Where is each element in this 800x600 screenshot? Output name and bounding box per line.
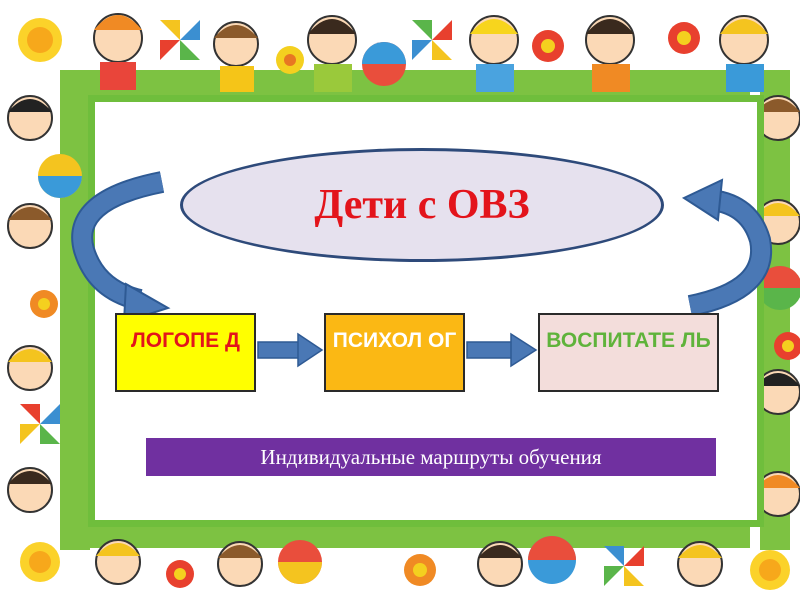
ball-icon	[362, 42, 406, 86]
child-figure	[7, 345, 53, 391]
box-label: ВОСПИТАТЕ ЛЬ	[546, 329, 711, 352]
flower-icon	[276, 46, 304, 74]
ball-icon	[528, 536, 576, 584]
sun-icon	[18, 18, 62, 62]
flower-icon	[404, 554, 436, 586]
child-figure	[477, 541, 523, 587]
box-label: ЛОГОПЕ Д	[131, 329, 240, 352]
child-figure	[7, 467, 53, 513]
flower-icon	[30, 290, 58, 318]
pinwheel-icon	[160, 20, 200, 60]
sun-icon	[750, 550, 790, 590]
sun-icon	[20, 542, 60, 582]
child-figure	[95, 539, 141, 585]
box-psychologist: ПСИХОЛ ОГ	[324, 313, 465, 392]
flower-icon	[166, 560, 194, 588]
ball-icon	[758, 266, 800, 310]
child-figure	[307, 15, 357, 92]
child-figure	[755, 369, 800, 415]
child-figure	[677, 541, 723, 587]
pinwheel-icon	[20, 404, 60, 444]
child-figure	[213, 21, 259, 92]
curved-arrow-left	[71, 171, 171, 324]
banner-text: Индивидуальные маршруты обучения	[260, 444, 602, 469]
pinwheel-icon	[604, 546, 644, 586]
child-figure	[217, 541, 263, 587]
child-figure	[585, 15, 635, 92]
pinwheel-icon	[412, 20, 452, 60]
flower-icon	[774, 332, 800, 360]
child-figure	[469, 15, 519, 92]
child-figure	[719, 15, 769, 92]
child-figure	[7, 95, 53, 141]
flower-icon	[668, 22, 700, 54]
child-figure	[93, 13, 143, 90]
title-ellipse: Дети с ОВЗ	[180, 148, 664, 262]
child-figure	[7, 203, 53, 249]
curved-arrow-right	[681, 178, 773, 317]
box-speech-therapist: ЛОГОПЕ Д	[115, 313, 256, 392]
ball-icon	[278, 540, 322, 584]
flower-icon	[532, 30, 564, 62]
box-label: ПСИХОЛ ОГ	[332, 329, 457, 352]
arrow-right-icon	[466, 332, 538, 368]
routes-banner: Индивидуальные маршруты обучения	[146, 438, 716, 476]
box-educator: ВОСПИТАТЕ ЛЬ	[538, 313, 719, 392]
slide-title: Дети с ОВЗ	[314, 182, 530, 228]
ball-icon	[38, 154, 82, 198]
arrow-right-icon	[257, 332, 324, 368]
